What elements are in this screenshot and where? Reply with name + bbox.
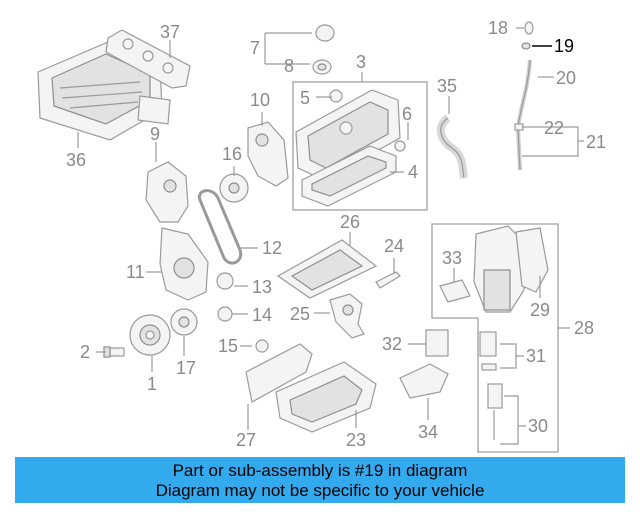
crankshaft-sprocket bbox=[170, 308, 198, 336]
oil-filler-cap bbox=[329, 89, 343, 103]
oil-cooler-seal bbox=[479, 331, 497, 371]
callout-8[interactable]: 8 bbox=[284, 56, 294, 76]
parts-diagram: 37 36 9 10 16 11 12 13 14 15 2 1 17 3 5 … bbox=[37, 18, 606, 453]
callout-2[interactable]: 2 bbox=[80, 342, 90, 362]
oil-pan-gasket bbox=[276, 239, 378, 299]
callout-14[interactable]: 14 bbox=[252, 305, 272, 325]
callout-25[interactable]: 25 bbox=[290, 304, 310, 324]
callout-19[interactable]: 19 bbox=[554, 36, 574, 56]
callout-labels: 37 36 9 10 16 11 12 13 14 15 2 1 17 3 5 … bbox=[66, 18, 606, 450]
callout-18[interactable]: 18 bbox=[488, 18, 508, 38]
callout-23[interactable]: 23 bbox=[346, 430, 366, 450]
banner-line-part: Part or sub-assembly is #19 in diagram bbox=[172, 461, 468, 480]
oil-filter-housing bbox=[473, 225, 549, 313]
crankshaft-pulley bbox=[129, 314, 171, 356]
oil-level-sensor bbox=[425, 329, 449, 357]
callout-21[interactable]: 21 bbox=[586, 132, 606, 152]
callout-12[interactable]: 12 bbox=[262, 238, 282, 258]
callout-6[interactable]: 6 bbox=[402, 104, 412, 124]
callout-13[interactable]: 13 bbox=[252, 277, 272, 297]
filler-cap bbox=[312, 24, 335, 75]
callout-33[interactable]: 33 bbox=[442, 248, 462, 268]
callout-22[interactable]: 22 bbox=[544, 118, 564, 138]
intake-manifold bbox=[37, 41, 171, 141]
housing-gasket bbox=[439, 279, 471, 303]
info-banner: Part or sub-assembly is #19 in diagram D… bbox=[15, 457, 625, 503]
callout-35[interactable]: 35 bbox=[437, 76, 457, 96]
oil-pump bbox=[329, 293, 365, 339]
leader-lines bbox=[77, 27, 584, 445]
banner-line-disclaimer: Diagram may not be specific to your vehi… bbox=[155, 481, 485, 500]
callout-27[interactable]: 27 bbox=[236, 430, 256, 450]
callout-9[interactable]: 9 bbox=[150, 124, 160, 144]
callout-1[interactable]: 1 bbox=[147, 374, 157, 394]
pulley-bolt bbox=[103, 346, 125, 358]
callout-10[interactable]: 10 bbox=[250, 90, 270, 110]
oil-pressure-sensor bbox=[487, 383, 503, 440]
callout-30[interactable]: 30 bbox=[528, 416, 548, 436]
timing-cover-upper bbox=[247, 121, 289, 187]
callout-7[interactable]: 7 bbox=[250, 38, 260, 58]
lower-timing-cover bbox=[159, 227, 209, 301]
filter-housing-group-box bbox=[431, 223, 559, 453]
callout-17[interactable]: 17 bbox=[176, 358, 196, 378]
valve-cover bbox=[295, 89, 401, 181]
callout-31[interactable]: 31 bbox=[526, 346, 546, 366]
dipstick bbox=[514, 21, 534, 171]
callout-37[interactable]: 37 bbox=[160, 22, 180, 42]
timing-cover bbox=[145, 161, 189, 223]
callout-32[interactable]: 32 bbox=[382, 334, 402, 354]
callout-26[interactable]: 26 bbox=[340, 212, 360, 232]
timing-belt bbox=[197, 189, 243, 265]
oil-pan bbox=[275, 361, 377, 433]
oil-tube bbox=[375, 271, 401, 289]
intake-gasket bbox=[105, 29, 191, 89]
callout-29[interactable]: 29 bbox=[530, 300, 550, 320]
callout-15[interactable]: 15 bbox=[218, 336, 238, 356]
callout-5[interactable]: 5 bbox=[300, 88, 310, 108]
breather-hose bbox=[436, 114, 468, 179]
idler-pulley bbox=[216, 272, 234, 322]
camshaft-sprocket bbox=[219, 173, 249, 203]
callout-16[interactable]: 16 bbox=[222, 144, 242, 164]
callout-34[interactable]: 34 bbox=[418, 422, 438, 442]
callout-3[interactable]: 3 bbox=[356, 52, 366, 72]
callout-4[interactable]: 4 bbox=[408, 162, 418, 182]
callout-20[interactable]: 20 bbox=[556, 68, 576, 88]
callout-24[interactable]: 24 bbox=[384, 236, 404, 256]
callout-28[interactable]: 28 bbox=[574, 318, 594, 338]
oil-pan-bracket bbox=[399, 363, 449, 399]
callout-36[interactable]: 36 bbox=[66, 150, 86, 170]
oil-baffle bbox=[245, 343, 313, 403]
callout-11[interactable]: 11 bbox=[126, 262, 145, 282]
pcv-valve bbox=[394, 140, 406, 152]
valve-cover-group-box bbox=[292, 81, 428, 211]
oil-seal bbox=[255, 339, 269, 353]
